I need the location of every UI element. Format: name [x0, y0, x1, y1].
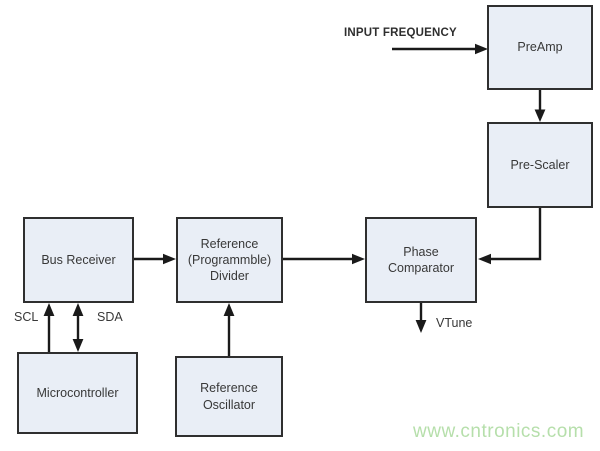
scl-label: SCL	[14, 310, 39, 324]
watermark-text: www.cntronics.com	[413, 421, 585, 442]
block-bus-receiver: Bus Receiver	[23, 217, 134, 303]
block-reference-divider-label: Reference (Programmble) Divider	[187, 236, 272, 284]
divider-to-phase-comparator-arrow	[283, 253, 365, 265]
block-phase-comparator-label: Phase Comparator	[388, 244, 454, 275]
block-reference-oscillator-label: Reference Oscillator	[200, 381, 258, 412]
block-prescaler-label: Pre-Scaler	[510, 157, 570, 172]
oscillator-to-divider-arrow	[223, 303, 235, 356]
block-preamp-label: PreAmp	[517, 40, 563, 55]
sda-double-arrow	[72, 303, 84, 352]
block-bus-receiver-label: Bus Receiver	[41, 252, 116, 267]
prescaler-to-phase-comparator-arrow	[478, 208, 542, 265]
block-phase-comparator: Phase Comparator	[365, 217, 477, 303]
vtune-arrow	[415, 303, 427, 333]
input-frequency-arrow	[392, 43, 488, 55]
block-microcontroller: Microcontroller	[17, 352, 138, 434]
block-reference-oscillator: Reference Oscillator	[175, 356, 283, 437]
sda-label: SDA	[97, 310, 123, 324]
block-preamp: PreAmp	[487, 5, 593, 90]
block-microcontroller-label: Microcontroller	[36, 385, 119, 400]
scl-arrow	[43, 303, 55, 352]
input-frequency-label: INPUT FREQUENCY	[344, 27, 457, 39]
preamp-to-prescaler-arrow	[534, 90, 546, 122]
block-prescaler: Pre-Scaler	[487, 122, 593, 208]
vtune-label: VTune	[436, 316, 473, 330]
bus-receiver-to-divider-arrow	[134, 253, 176, 265]
block-reference-divider: Reference (Programmble) Divider	[176, 217, 283, 303]
